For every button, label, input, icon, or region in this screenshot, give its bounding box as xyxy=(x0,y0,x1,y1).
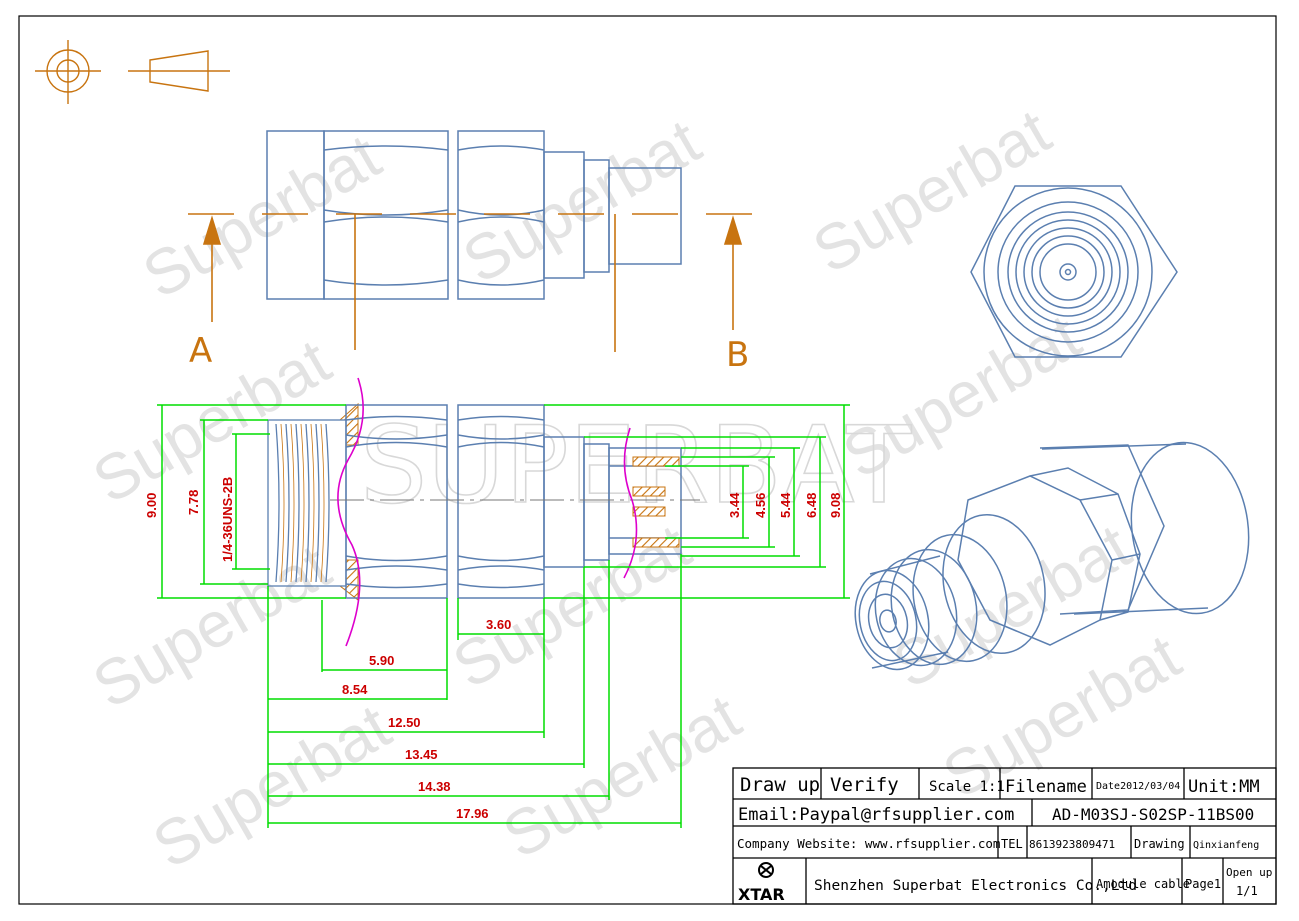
filename-label: Filename xyxy=(1005,777,1087,797)
draw-up-label: Draw up xyxy=(740,774,820,796)
xtar-logo-text: XTAR xyxy=(738,885,785,904)
drawing-label: Drawing xyxy=(1134,837,1185,851)
title-block xyxy=(732,767,1277,905)
watermark: Superbat xyxy=(81,530,342,722)
product-name: Amodule cable xyxy=(1096,877,1190,891)
dimension-labels: 9.00 7.78 1/4-36UNS-2B 3.44 4.56 5.44 6.… xyxy=(144,477,843,821)
dimension-lines xyxy=(157,404,850,828)
dim-label: 8.54 xyxy=(342,682,368,697)
dim-label: 3.44 xyxy=(727,492,742,518)
watermark: Superbat xyxy=(141,690,402,882)
dim-label: 14.38 xyxy=(418,779,451,794)
title-block-text: Draw up Verify Scale 1:1 Filename Date20… xyxy=(737,774,1272,898)
dim-label: 17.96 xyxy=(456,806,489,821)
side-view-top xyxy=(266,130,682,300)
dim-label: 13.45 xyxy=(405,747,438,762)
drawing-frame xyxy=(18,15,1277,905)
website-value: Company Website: www.rfsupplier.com xyxy=(737,836,1000,851)
open-up-value: 1/1 xyxy=(1236,884,1258,898)
date-value: Date2012/03/04 xyxy=(1096,781,1180,792)
scale-value: Scale 1:1 xyxy=(929,779,1005,795)
unit-value: Unit:MM xyxy=(1188,777,1260,797)
section-label-a: A xyxy=(189,331,212,371)
watermark: Superbat xyxy=(801,95,1062,287)
dim-label: 1/4-36UNS-2B xyxy=(220,477,235,562)
page-value: Page1 xyxy=(1185,877,1221,891)
tel-label: TEL xyxy=(1001,837,1023,851)
dim-label: 5.90 xyxy=(369,653,394,668)
email-value: Email:Paypal@rfsupplier.com xyxy=(738,805,1014,825)
dim-label: 9.08 xyxy=(828,493,843,518)
dim-label: 9.00 xyxy=(144,493,159,518)
dim-label: 3.60 xyxy=(486,617,511,632)
dim-label: 6.48 xyxy=(804,493,819,518)
watermark: Superbat xyxy=(451,105,712,297)
watermark: Superbat xyxy=(491,680,752,872)
dim-label: 12.50 xyxy=(388,715,421,730)
xtar-logo: XTAR xyxy=(738,862,785,904)
section-view xyxy=(267,377,700,647)
dim-label: 5.44 xyxy=(778,492,793,518)
dim-label: 7.78 xyxy=(186,490,201,515)
section-marker-a xyxy=(202,214,356,350)
tel-value: 8613923809471 xyxy=(1029,838,1115,851)
isometric-view xyxy=(854,441,1250,671)
end-view xyxy=(970,185,1178,358)
open-up-label: Open up xyxy=(1226,866,1272,879)
section-marker-b xyxy=(614,214,743,352)
company-name: Shenzhen Superbat Electronics Co.,Ltd xyxy=(814,878,1137,894)
dim-label: 4.56 xyxy=(753,493,768,518)
drawer-name: Qinxianfeng xyxy=(1193,840,1259,851)
part-number: AD-M03SJ-S02SP-11BS00 xyxy=(1052,805,1254,824)
verify-label: Verify xyxy=(830,774,899,796)
projection-symbol xyxy=(35,40,230,104)
section-label-b: B xyxy=(726,335,749,375)
